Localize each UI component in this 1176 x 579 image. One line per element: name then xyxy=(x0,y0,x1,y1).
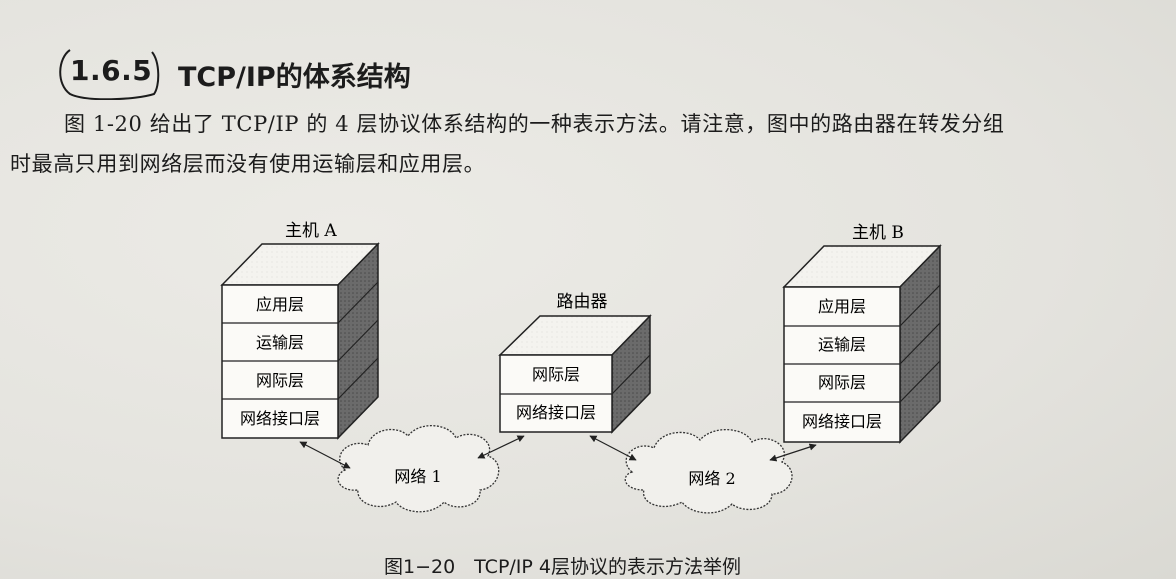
host-b-layer-transport: 运输层 xyxy=(818,335,866,354)
host-b-layer-internet: 网际层 xyxy=(818,373,866,392)
host-a-layer-transport: 运输层 xyxy=(256,333,304,352)
network-2-label: 网络 2 xyxy=(688,469,735,488)
figure-caption: 图1−20 TCP/IP 4层协议的表示方法举例 xyxy=(384,556,741,578)
router-block xyxy=(498,314,652,434)
paragraph-line-2: 时最高只用到网络层而没有使用运输层和应用层。 xyxy=(10,152,486,176)
arrow-router-net2 xyxy=(589,435,637,461)
host-b-label: 主机 B xyxy=(852,223,904,243)
host-a-layer-internet: 网际层 xyxy=(256,371,304,390)
arrow-hosta-net1 xyxy=(299,441,351,469)
network-2-cloud xyxy=(624,428,793,514)
section-title: TCP/IP的体系结构 xyxy=(178,62,411,93)
paragraph-line-1: 图 1-20 给出了 TCP/IP 的 4 层协议体系结构的一种表示方法。请注意… xyxy=(64,112,1005,136)
host-a-label: 主机 A xyxy=(285,221,337,241)
arrow-net2-hostb xyxy=(769,443,817,462)
host-a-layer-application: 应用层 xyxy=(256,295,304,314)
host-b-block xyxy=(782,244,942,444)
host-a-layer-netif: 网络接口层 xyxy=(240,409,320,428)
router-layer-netif: 网络接口层 xyxy=(516,403,596,422)
host-a-block xyxy=(220,242,380,440)
host-b-layer-application: 应用层 xyxy=(818,297,866,316)
section-number: 1.6.5 xyxy=(70,54,153,87)
router-label: 路由器 xyxy=(557,292,608,312)
network-1-cloud xyxy=(337,424,500,513)
section-number-circle xyxy=(59,49,160,100)
network-1-label: 网络 1 xyxy=(394,467,441,486)
host-b-layer-netif: 网络接口层 xyxy=(802,412,882,431)
arrow-net1-router xyxy=(477,435,525,459)
router-layer-internet: 网际层 xyxy=(532,365,580,384)
